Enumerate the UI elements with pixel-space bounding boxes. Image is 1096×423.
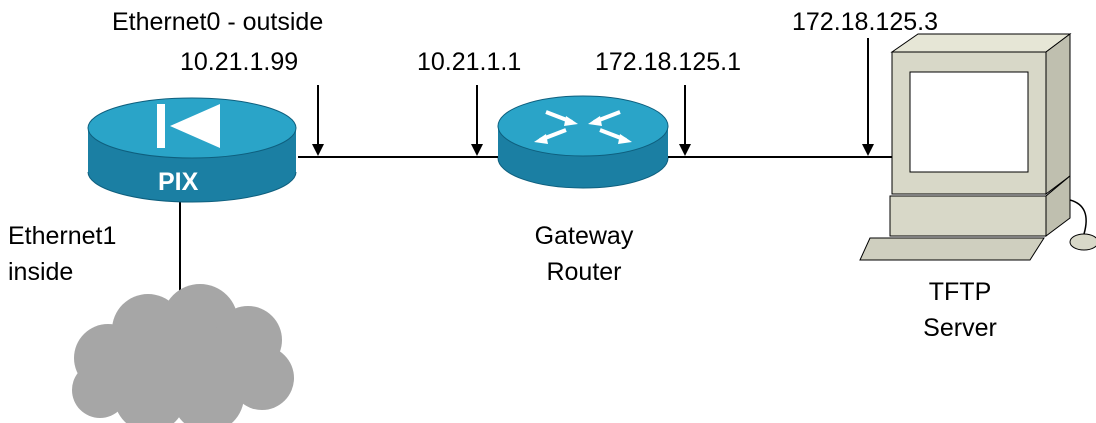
router-icon [497,95,669,189]
pix-inside-interface-label-line1: Ethernet1 [8,222,117,250]
arrow-down-icon [471,85,483,156]
pix-firewall-icon [87,97,297,203]
workstation-icon [859,33,1096,261]
pix-inside-interface-label-line2: inside [8,258,74,286]
router-inside-ip-label: 10.21.1.1 [417,48,522,76]
server-name-label-line2: Server [923,314,997,342]
router-name-label-line2: Router [546,258,622,286]
router-name-label-line1: Gateway [534,222,634,250]
arrow-down-icon [679,85,691,156]
router-outside-ip-label: 172.18.125.1 [595,48,741,76]
server-name-label-line1: TFTP [928,278,992,306]
arrow-down-icon [312,85,324,156]
pix-outside-interface-label: Ethernet0 - outside [112,8,324,36]
server-ip-label: 172.18.125.3 [792,8,938,36]
cloud-icon [72,284,294,423]
pix-name-label: PIX [158,168,199,196]
pix-outside-ip-label: 10.21.1.99 [180,48,299,76]
arrow-down-icon [862,38,874,156]
